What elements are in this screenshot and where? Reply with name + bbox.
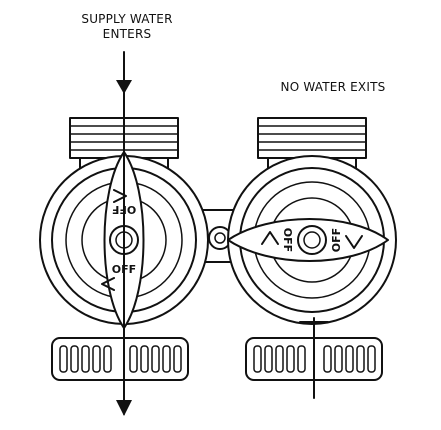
supply-flow-arrow — [116, 51, 132, 416]
supply-water-label: SUPPLY WATER ENTERS — [52, 12, 202, 42]
left-off-mark-top: OFF — [112, 203, 136, 216]
supply-label-line1: SUPPLY WATER — [81, 12, 173, 26]
right-off-mark-right: OFF — [330, 228, 343, 252]
left-bottom-nut — [51, 337, 189, 381]
no-water-exits-label: NO WATER EXITS — [280, 80, 386, 94]
right-off-mark-left: OFF — [281, 228, 294, 252]
supply-label-line2: ENTERS — [102, 27, 152, 41]
right-top-thread — [257, 117, 367, 173]
left-off-mark-bottom: OFF — [112, 263, 136, 276]
right-valve-handle — [227, 218, 389, 262]
